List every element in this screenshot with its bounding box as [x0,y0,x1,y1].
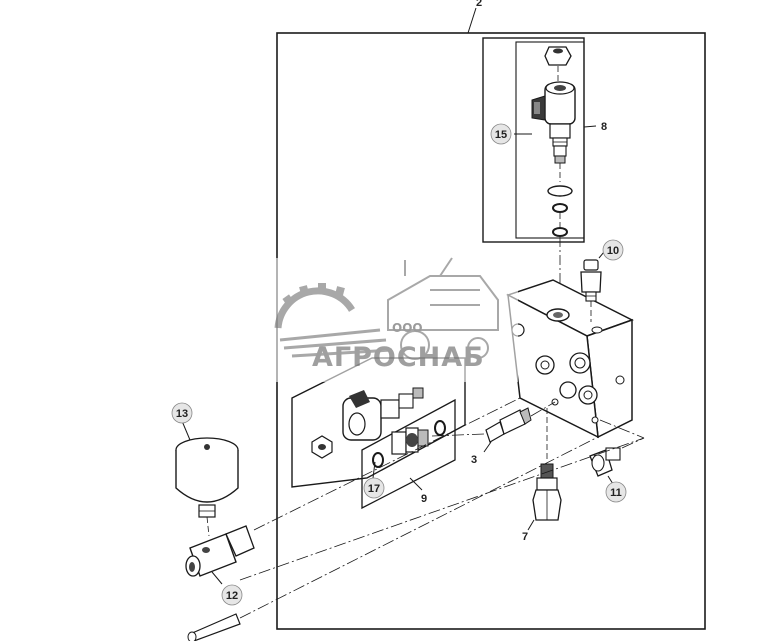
solenoid-valve-part-15 [531,81,576,164]
svg-text:15: 15 [495,129,507,141]
part-9-frame [361,398,456,510]
svg-text:12: 12 [226,590,238,602]
callout-3: 3 [471,454,477,466]
callout-13: 13 [171,402,193,424]
fitting-part-3 [485,407,532,443]
callout-2-leader [467,7,477,34]
callout-10: 10 [602,239,624,261]
cartridge-valve-part-9 [391,427,429,455]
callout-8: 8 [601,121,607,133]
svg-text:13: 13 [176,408,188,420]
svg-text:10: 10 [607,245,619,257]
svg-text:11: 11 [610,487,622,499]
o-ring-part-17 [372,452,384,468]
bolt [187,613,241,641]
agrosnab-watermark: ООО АГРОСНАБ [246,257,518,382]
svg-text:9: 9 [421,493,427,505]
accumulator-part-13 [175,437,239,518]
callout-2: 2 [476,0,482,9]
o-ring-seals [547,185,573,237]
callout-12: 12 [221,584,243,606]
svg-text:8: 8 [601,121,607,133]
svg-text:2: 2 [476,0,482,9]
solenoid-nut [544,46,572,66]
svg-text:3: 3 [471,454,477,466]
watermark-name: АГРОСНАБ [312,342,485,373]
left-solenoid-valve [342,387,424,441]
adapter-part-12 [185,525,255,577]
svg-text:7: 7 [522,531,528,543]
combine-harvester-icon [387,257,499,360]
o-ring-right [434,420,446,436]
fitting-part-7 [532,463,562,521]
callout-9: 9 [421,493,427,505]
callout-7: 7 [522,531,528,543]
callout-15: 15 [490,123,512,145]
solenoid-inner-frame [515,41,585,239]
callout-11: 11 [605,481,627,503]
fitting-part-11 [589,447,621,477]
svg-text:17: 17 [368,483,380,495]
left-solenoid-nut [311,435,333,459]
alignment-lines [239,397,645,619]
callout-17: 17 [363,477,385,499]
watermark-prefix: ООО [392,321,423,335]
pressure-sensor-part-10 [580,259,602,302]
